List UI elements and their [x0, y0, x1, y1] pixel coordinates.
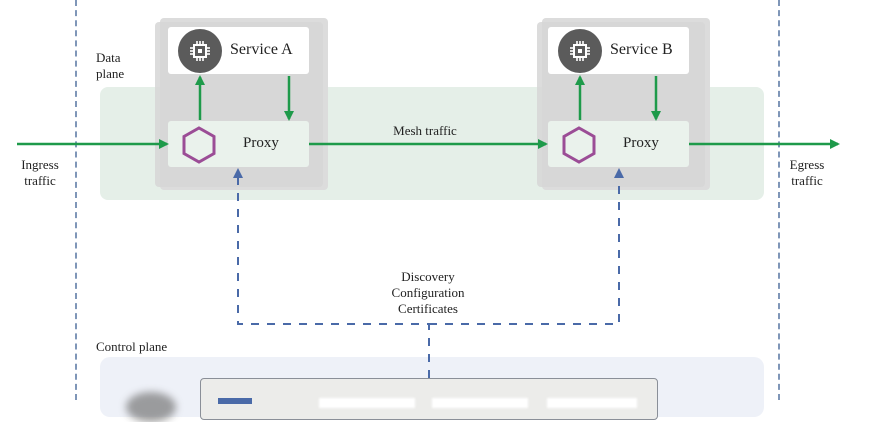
proxy-hexagon-icon	[562, 126, 596, 164]
mesh-boundary-right	[778, 0, 780, 400]
service-b-proxy-box[interactable]: Proxy	[548, 121, 689, 167]
service-a-proxy-box[interactable]: Proxy	[168, 121, 309, 167]
service-b-label: Service B	[610, 41, 673, 58]
chip-icon	[178, 29, 222, 73]
service-b-box[interactable]: Service B	[548, 27, 689, 74]
control-line-to-proxy-a	[233, 168, 430, 378]
service-a-box[interactable]: Service A	[168, 27, 309, 74]
mesh-boundary-left	[75, 0, 77, 400]
service-a-proxy-label: Proxy	[243, 135, 279, 151]
chip-icon	[558, 29, 602, 73]
data-plane-label: Data plane	[96, 50, 125, 81]
service-a-label: Service A	[230, 41, 293, 58]
control-flow-label: Discovery Configuration Certificates	[391, 269, 465, 316]
service-b-proxy-label: Proxy	[623, 135, 659, 151]
ingress-label: Ingress traffic	[21, 157, 59, 188]
mesh-traffic-label: Mesh traffic	[393, 123, 457, 138]
control-line-to-proxy-b	[429, 168, 624, 325]
connections-layer	[17, 75, 840, 378]
proxy-hexagon-icon	[182, 126, 216, 164]
control-plane-label: Control plane	[96, 339, 168, 354]
egress-label: Egress traffic	[789, 157, 825, 188]
